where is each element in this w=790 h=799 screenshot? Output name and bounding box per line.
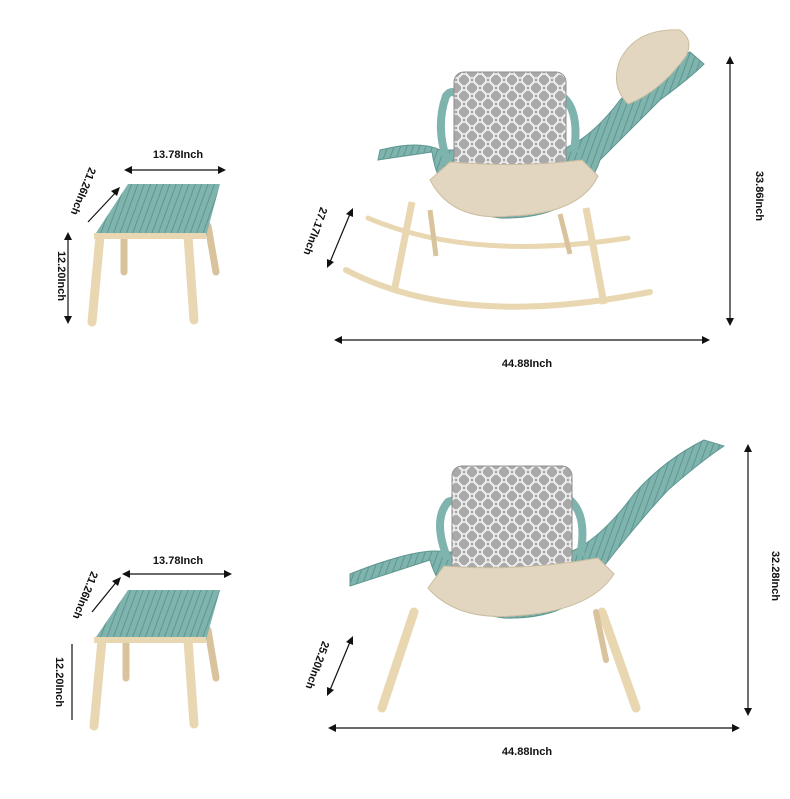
- bottom-lounge-chair: [349, 439, 726, 713]
- stool-depth-label: 21.26Inch: [70, 570, 100, 621]
- bottom-stool-height-dimension: 12.20Inch: [53, 644, 73, 720]
- headrest-cushion: [615, 29, 690, 105]
- lounge-chair-width-dimension: 44.88Inch: [328, 724, 740, 758]
- stool-legs: [89, 626, 220, 731]
- rocking-chair-width-dimension: 44.88Inch: [334, 336, 710, 370]
- stool-height-label: 12.20Inch: [53, 657, 65, 707]
- rocking-chair-depth-dimension: 27.17Inch: [301, 205, 353, 268]
- lattice-pillow: [451, 465, 573, 581]
- bottom-stool: [89, 590, 220, 731]
- lounge-chair-height-dimension: 32.28Inch: [744, 444, 781, 716]
- seat-cushion: [429, 159, 599, 218]
- lattice-pillow: [453, 71, 567, 177]
- stool-width-label: 13.78Inch: [153, 555, 203, 567]
- bottom-stool-width-dimension: 13.78Inch: [122, 555, 232, 578]
- stool-legs: [87, 222, 220, 327]
- rocking-chair-height-dimension: 33.86Inch: [726, 56, 765, 326]
- stool-rope-seat: [94, 590, 220, 640]
- rocking-chair-height-label: 33.86Inch: [753, 171, 765, 221]
- stool-depth-label: 21.26Inch: [68, 166, 98, 217]
- rocking-chair-width-label: 44.88Inch: [502, 358, 552, 370]
- top-stool: [87, 184, 220, 327]
- rocker-runners: [343, 201, 653, 310]
- armrest-right: [567, 497, 587, 557]
- chair-legs: [377, 607, 641, 713]
- lounge-chair-width-label: 44.88Inch: [502, 746, 552, 758]
- top-rocking-chair: [343, 29, 705, 310]
- lounge-chair-depth-dimension: 25.20Inch: [303, 636, 353, 696]
- lounge-chair-depth-label: 25.20Inch: [303, 639, 332, 690]
- seat-cushion: [427, 557, 615, 617]
- stool-width-label: 13.78Inch: [153, 149, 203, 161]
- lounge-chair-height-label: 32.28Inch: [769, 551, 781, 601]
- top-stool-width-dimension: 13.78Inch: [124, 149, 226, 174]
- stool-height-label: 12.20Inch: [55, 251, 67, 301]
- rocking-chair-depth-label: 27.17Inch: [301, 205, 330, 256]
- stool-rope-seat: [94, 184, 220, 236]
- top-stool-height-dimension: 12.20Inch: [55, 232, 72, 324]
